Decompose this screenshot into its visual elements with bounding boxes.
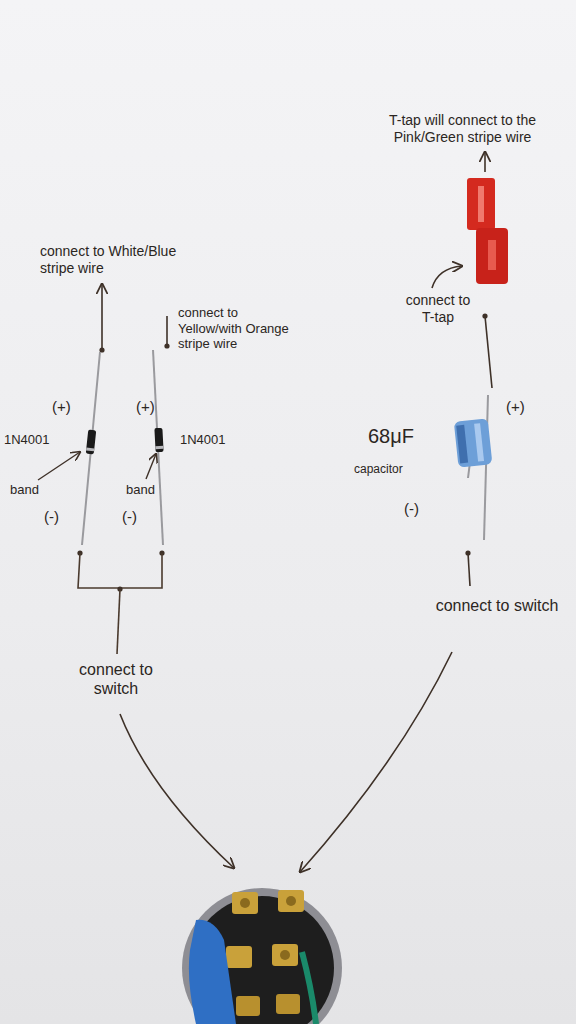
annotation-text: band: [126, 482, 155, 498]
capacitor-body: [454, 418, 493, 467]
diode-lead: [153, 350, 163, 545]
annotation-text: (+): [506, 398, 525, 416]
diode-symbol: [86, 430, 96, 455]
wire-dot: [99, 347, 104, 352]
annotation-text: (+): [52, 398, 71, 416]
leader-line: [117, 589, 120, 654]
switch-terminal: [278, 890, 304, 912]
diode-band: [155, 446, 163, 449]
switch-terminal: [226, 946, 252, 968]
diode-band: [86, 448, 94, 452]
terminal-screw: [280, 950, 290, 960]
leader-arrow: [432, 266, 462, 288]
terminal-screw: [240, 898, 250, 908]
annotation-text: band: [10, 482, 39, 498]
switch-symbol: [182, 888, 342, 1024]
switch-terminal: [276, 994, 300, 1014]
annotation-text: (+): [136, 398, 155, 416]
annotation-text: connect to switch: [432, 596, 562, 615]
diode-lead: [82, 352, 100, 545]
leader-arrow: [101, 284, 103, 348]
t-tap-body: [467, 178, 495, 230]
leader-line: [485, 316, 492, 388]
annotation-text: 1N4001: [4, 432, 50, 448]
switch-terminal: [272, 944, 298, 966]
t-tap-highlight: [488, 240, 496, 270]
annotation-text: T-tap will connect to the Pink/Green str…: [360, 112, 565, 146]
t-tap: [467, 178, 508, 284]
annotation-text: 1N4001: [180, 432, 226, 448]
leader-arrow: [120, 714, 234, 868]
annotation-text: connect to White/Blue stripe wire: [40, 243, 200, 277]
leader-line: [166, 316, 168, 345]
leader-arrow: [38, 452, 80, 480]
annotation-text: capacitor: [354, 462, 403, 476]
capacitor-symbol: [454, 418, 493, 467]
annotation-text: 68μF: [368, 424, 414, 448]
leader-line: [468, 553, 470, 586]
annotation-text: connect to T-tap: [398, 292, 478, 326]
annotation-text: connect to switch: [66, 660, 166, 698]
switch-rim: [182, 888, 342, 1024]
annotation-text: (-): [122, 508, 137, 526]
capacitor-stripe: [456, 425, 468, 464]
diode-body: [86, 430, 96, 455]
blue-tape: [189, 920, 236, 1024]
annotation-text: connect to Yellow/with Orange stripe wir…: [178, 305, 300, 352]
diode-symbol: [154, 428, 163, 452]
capacitor-lead: [484, 395, 488, 540]
wire-dot: [164, 343, 169, 348]
leader-arrow: [300, 652, 452, 872]
leader-arrow: [146, 454, 156, 479]
t-tap-highlight: [478, 186, 484, 222]
terminal-screw: [286, 896, 296, 906]
t-tap-body: [476, 228, 508, 284]
annotation-text: (-): [44, 508, 59, 526]
green-wire: [302, 952, 316, 1024]
switch-terminal: [236, 996, 260, 1016]
leader-arrow: [484, 152, 486, 172]
bracket: [78, 553, 162, 588]
diode-body: [154, 428, 163, 452]
capacitor-highlight: [474, 423, 484, 461]
switch-terminal: [232, 892, 258, 914]
annotation-text: (-): [404, 500, 419, 518]
